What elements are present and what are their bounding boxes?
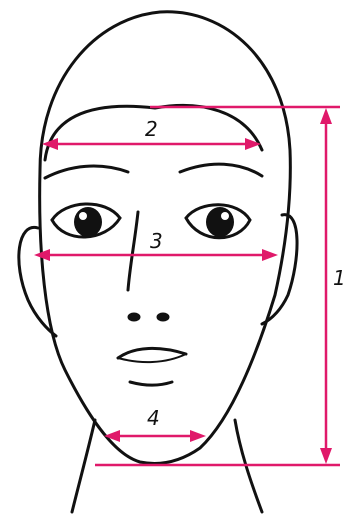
right-eye <box>186 205 250 238</box>
measurement-1-arrow-top <box>320 108 332 124</box>
measurement-2-label: 2 <box>145 117 158 141</box>
left-eye <box>52 204 120 237</box>
measurement-1-arrow-bottom <box>320 448 332 464</box>
measurement-4-label: 4 <box>147 406 160 430</box>
left-eyebrow <box>45 166 128 178</box>
right-eyebrow <box>180 164 262 176</box>
measurement-2-arrow-right <box>245 138 261 150</box>
measurement-1-label: 1 <box>333 266 343 290</box>
measurement-4-arrow-right <box>190 430 206 442</box>
eyebrows <box>45 164 262 178</box>
measurement-1 <box>95 107 340 465</box>
measurement-3-label: 3 <box>150 229 163 253</box>
measurement-4 <box>104 430 206 442</box>
measurement-4-arrow-left <box>104 430 120 442</box>
mouth <box>118 348 186 385</box>
measurement-3-arrow-right <box>262 249 278 261</box>
